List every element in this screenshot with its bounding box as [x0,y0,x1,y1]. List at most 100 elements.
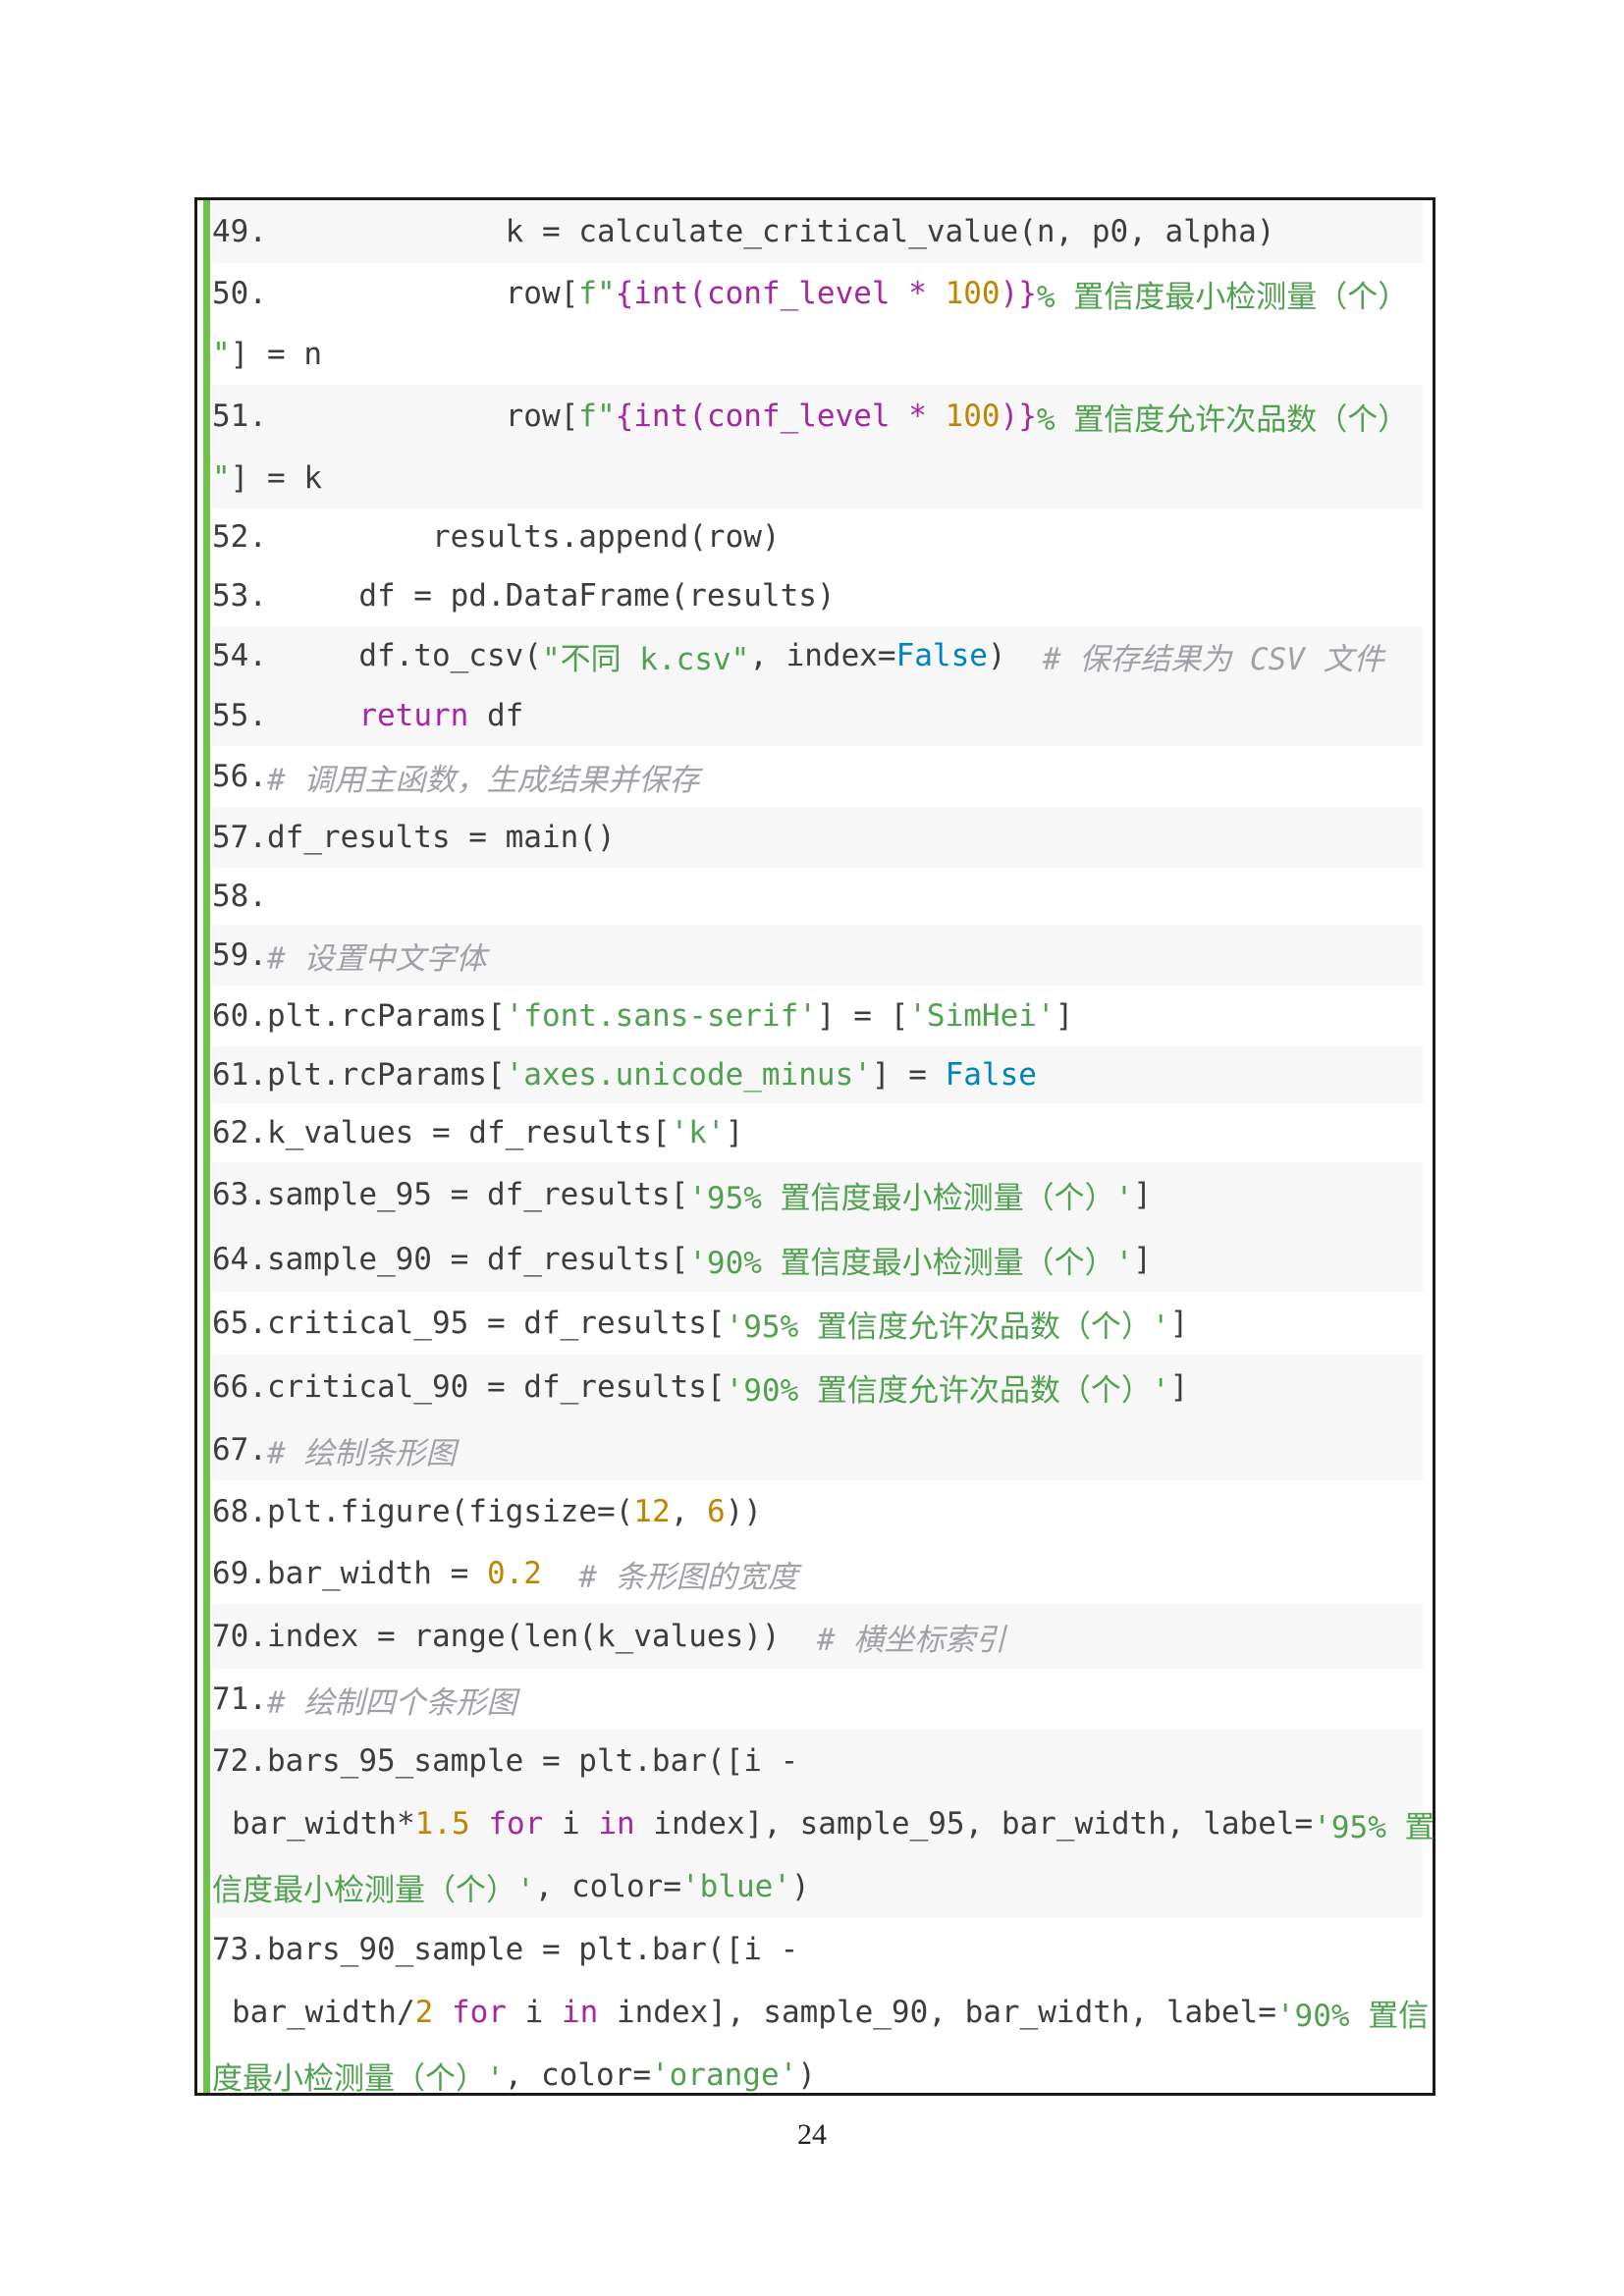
code-token: df = pd.DataFrame(results) [267,578,836,614]
line-number: 56. [212,759,267,794]
code-token: " [212,460,231,496]
code-line: 55. return df [212,685,1423,746]
line-number: 72. [212,1743,267,1779]
line-number: 69. [212,1556,267,1591]
code-token: ) [797,2057,816,2093]
code-token: index], sample_90, bar_width, label= [598,1995,1276,2030]
line-number: 53. [212,578,267,614]
code-token: '95% 置 [1313,1809,1435,1845]
code-token: * [908,276,927,311]
code-token: plt.rcParams[ [267,998,506,1034]
code-token: '90% 置信度最小检测量（个）' [688,1245,1134,1281]
code-token: 'blue' [680,1869,791,1904]
code-line: 51. row[f"{int(conf_level * 100)}% 置信度允许… [212,385,1423,448]
code-token: # 绘制四个条形图 [267,1684,517,1721]
code-token: index], sample_95, bar_width, label= [634,1806,1314,1842]
code-line: 54. df.to_csv("不同 k.csv", index=False) #… [212,626,1423,685]
line-number: 49. [212,214,267,249]
code-token: ) [987,638,1043,673]
code-token: False [945,1057,1037,1093]
line-number: 65. [212,1306,267,1341]
code-line: 66.critical_90 = df_results['90% 置信度允许次品… [212,1355,1423,1419]
code-token: % 置信度最小检测量（个） [1036,279,1409,315]
line-number: 67. [212,1432,267,1468]
code-line: bar_width/2 for i in index], sample_90, … [212,1981,1429,2044]
code-token: bars_95_sample = plt.bar([i - [267,1743,799,1779]
code-token: False [895,638,988,673]
line-number: 57. [212,820,267,855]
line-number: 62. [212,1115,267,1150]
code-lines: 49. k = calculate_critical_value(n, p0, … [212,200,1435,2107]
code-token: 0.2 [486,1556,542,1591]
code-token: i [543,1806,599,1842]
code-token: )} [1000,276,1037,311]
code-token: ] [1133,1177,1152,1212]
line-number: 68. [212,1494,267,1529]
code-token: results.append(row) [267,519,781,555]
line-number: 59. [212,937,267,973]
code-line: 64.sample_90 = df_results['90% 置信度最小检测量（… [212,1227,1423,1292]
code-token: k_values = df_results[ [267,1115,671,1150]
code-line: 70.index = range(len(k_values)) # 横坐标索引 [212,1604,1423,1669]
code-token: f" [578,276,616,311]
code-line: 73.bars_90_sample = plt.bar([i - [212,1918,1423,1981]
code-token: 'axes.unicode_minus' [505,1057,872,1093]
code-token: for [488,1806,544,1842]
code-token: in [598,1806,635,1842]
code-token: 100 [945,276,1001,311]
code-token: # 调用主函数，生成结果并保存 [267,762,700,798]
line-number: 60. [212,998,267,1034]
code-token: # 横坐标索引 [816,1622,1006,1658]
code-token: # 绘制条形图 [267,1435,457,1471]
code-token: k = calculate_critical_value(n, p0, alph… [267,214,1275,249]
code-token [433,1995,452,2030]
code-line: bar_width*1.5 for i in index], sample_95… [212,1792,1435,1855]
code-token: df_results = main() [267,820,616,855]
code-token: bar_width = [267,1556,487,1591]
code-token: for [451,1995,507,2030]
code-token: # 条形图的宽度 [578,1559,798,1595]
code-token: ] = [871,1057,946,1093]
code-token: % 置信度允许次品数（个） [1036,401,1409,438]
code-token: sample_95 = df_results[ [267,1177,689,1212]
code-token: 信度最小检测量（个）' [212,1872,535,1908]
code-line: 68.plt.figure(figsize=(12, 6)) [212,1480,1423,1543]
code-token: '90% 置信 [1275,1998,1430,2034]
line-number: 51. [212,399,267,434]
code-token: ] = [ [816,998,909,1034]
code-token: ] [1055,998,1074,1034]
line-number: 70. [212,1619,267,1654]
code-token: 'orange' [650,2057,798,2093]
code-line: 信度最小检测量（个）', color='blue') [212,1855,1423,1918]
code-token: "不同 k.csv" [541,641,750,677]
code-line: 72.bars_95_sample = plt.bar([i - [212,1730,1423,1792]
code-token: index = range(len(k_values)) [267,1619,817,1654]
code-token: df.to_csv( [267,638,542,673]
page-number: 24 [797,2118,827,2151]
code-token: 6 [706,1494,726,1529]
code-token: 'SimHei' [908,998,1056,1034]
code-token: in [561,1995,599,2030]
code-line: 61.plt.rcParams['axes.unicode_minus'] = … [212,1046,1423,1103]
line-number: 52. [212,519,267,555]
code-token: return [358,698,469,733]
code-listing: 49. k = calculate_critical_value(n, p0, … [194,197,1435,2097]
code-token: bars_90_sample = plt.bar([i - [267,1932,799,1967]
code-line: 67.# 绘制条形图 [212,1419,1423,1480]
code-line: 50. row[f"{int(conf_level * 100)}% 置信度最小… [212,263,1423,324]
line-number: 58. [212,879,267,914]
code-token: , [670,1494,707,1529]
code-line: 53. df = pd.DataFrame(results) [212,565,1423,626]
line-number: 54. [212,638,267,673]
code-token: ] [725,1115,744,1150]
code-token: , color= [534,1869,681,1904]
code-line: 63.sample_95 = df_results['95% 置信度最小检测量（… [212,1162,1423,1227]
code-token: " [212,337,231,372]
code-token: plt.rcParams[ [267,1057,506,1093]
code-token: ] = k [230,460,322,496]
code-token: critical_90 = df_results[ [267,1369,726,1405]
code-token: {int(conf_level [615,399,909,434]
code-token: )} [1000,399,1037,434]
code-token [470,1806,489,1842]
code-token: * [908,399,927,434]
